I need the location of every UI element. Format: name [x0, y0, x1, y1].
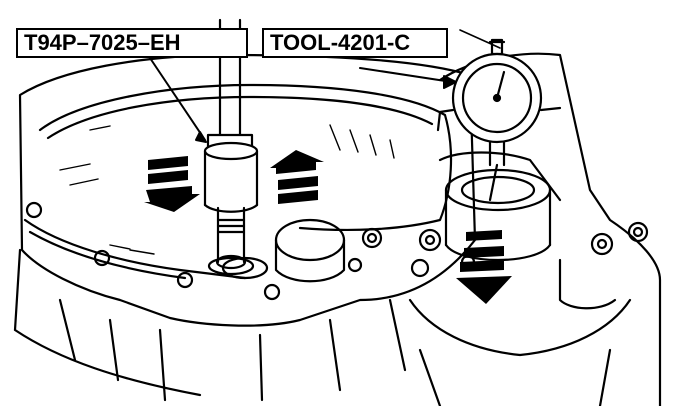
down-arrow-right [456, 230, 512, 304]
dial-indicator [436, 29, 562, 202]
shaft-tool [203, 18, 259, 276]
tool-label-tool-4201-c: TOOL-4201-C [262, 28, 448, 58]
down-arrow-left [144, 156, 200, 212]
leader-lines [149, 57, 457, 143]
up-arrow-left [270, 150, 324, 204]
tool-label-t94p-7025-eh: T94P–7025–EH [16, 28, 248, 58]
transmission-case-left [13, 53, 477, 402]
shading-strokes [59, 124, 395, 255]
